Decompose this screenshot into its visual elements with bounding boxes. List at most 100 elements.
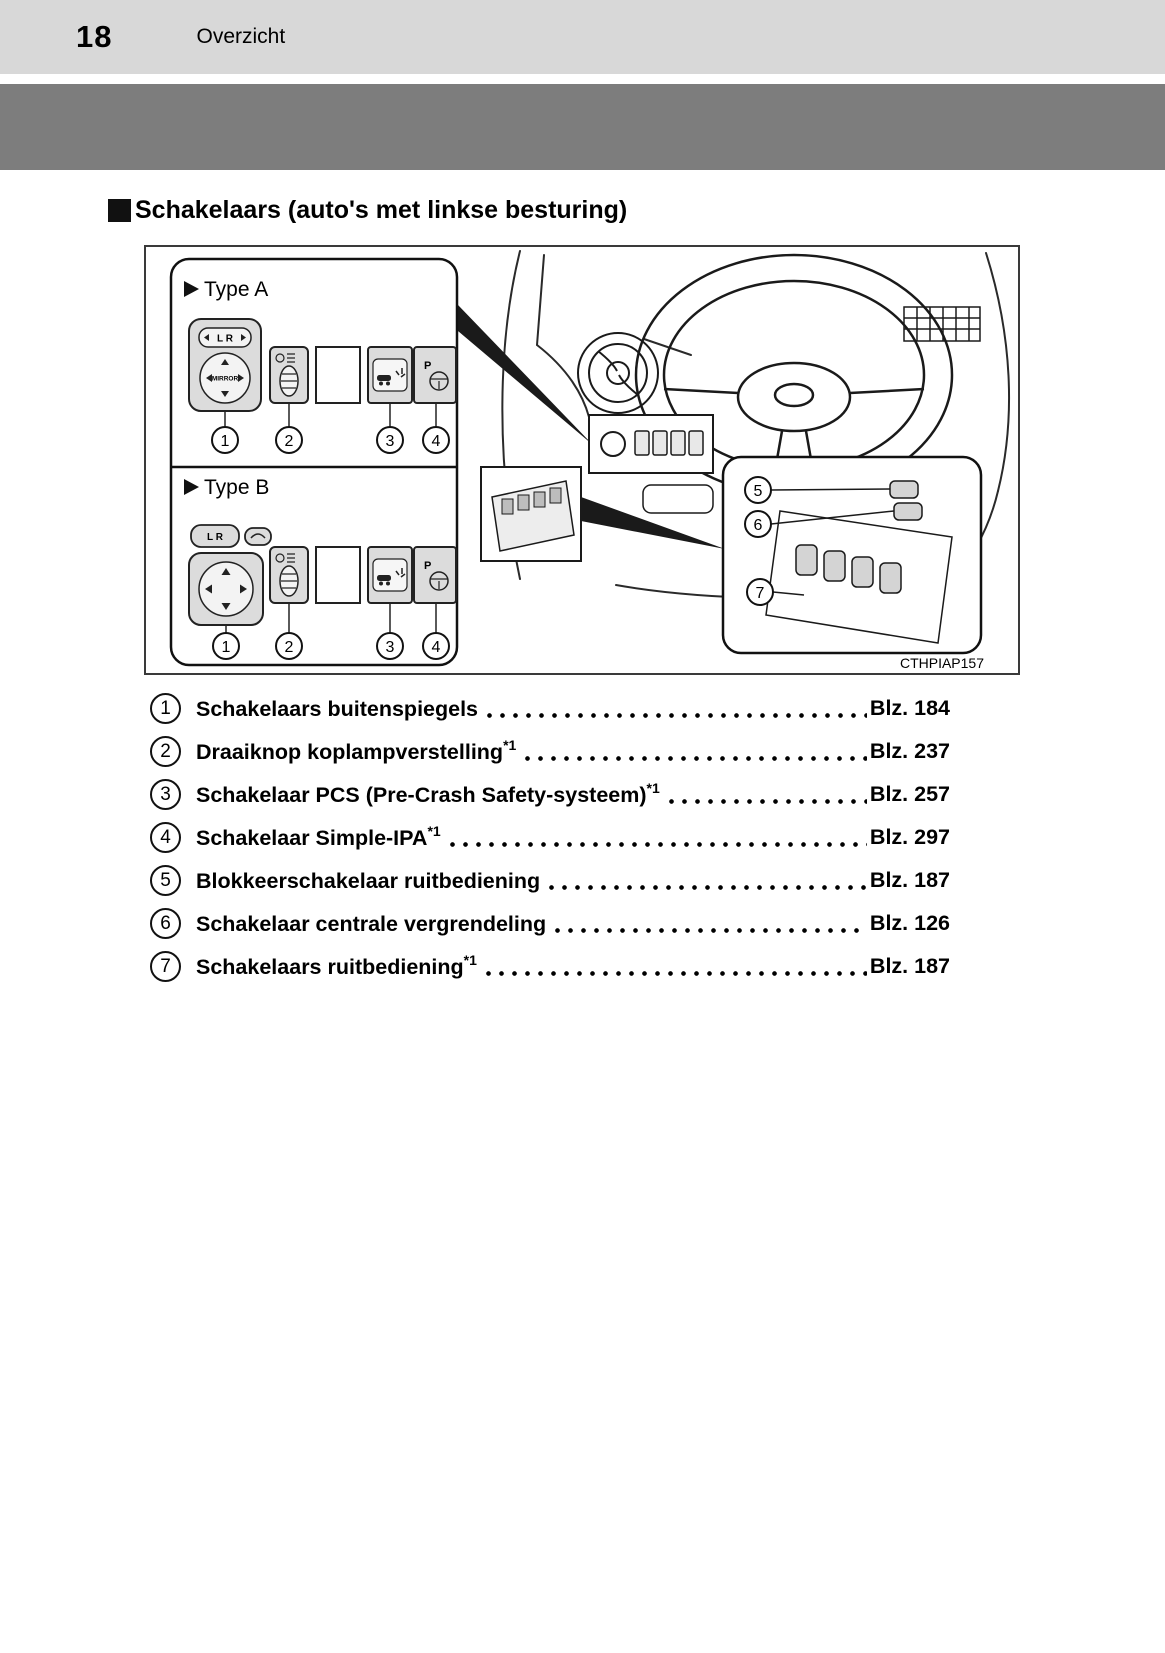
svg-text:Type B: Type B [204, 476, 269, 499]
list-item: 3 Schakelaar PCS (Pre-Crash Safety-syste… [150, 773, 950, 816]
callout-b-4: 4 [422, 632, 450, 660]
ipa-switch-a: P [413, 346, 457, 404]
dot-leader [668, 799, 867, 804]
callout-a-4: 4 [422, 426, 450, 454]
item-number-badge: 7 [150, 951, 181, 982]
switch-location-illustration: 5 6 7 Type A L R MIRROR [169, 250, 1010, 671]
door-panel-inset [480, 466, 582, 562]
ipa-switch-b: P [413, 546, 457, 604]
item-number-badge: 4 [150, 822, 181, 853]
item-page-ref: Blz. 257 [869, 782, 950, 806]
window-switch-inset [721, 455, 983, 655]
list-item: 7 Schakelaars ruitbediening*1 Blz. 187 [150, 945, 950, 988]
item-label-sup: *1 [503, 736, 517, 753]
chapter-band [0, 84, 1165, 170]
item-number-badge: 3 [150, 779, 181, 810]
item-label-text: Schakelaar Simple-IPA [196, 826, 428, 851]
mirror-switch-a: L R MIRROR [188, 318, 262, 412]
list-item: 1 Schakelaars buitenspiegels Blz. 184 [150, 687, 950, 730]
item-page-ref: Blz. 237 [869, 739, 950, 763]
pcs-switch-a [367, 346, 413, 404]
callout-pointer-console [458, 305, 593, 445]
headlight-leveling-switch-b [269, 546, 309, 604]
svg-text:4: 4 [432, 639, 441, 656]
item-label: Blokkeerschakelaar ruitbediening [196, 867, 540, 894]
item-page-ref: Blz. 187 [869, 954, 950, 978]
figure-code: CTHPIAP157 [900, 655, 984, 671]
callout-a-3: 3 [376, 426, 404, 454]
item-number-badge: 6 [150, 908, 181, 939]
svg-text:L R: L R [217, 334, 234, 345]
callout-b-2: 2 [275, 632, 303, 660]
item-number-badge: 1 [150, 693, 181, 724]
item-label: Schakelaar Simple-IPA*1 [196, 822, 441, 851]
svg-text:L R: L R [207, 532, 224, 543]
list-item: 6 Schakelaar centrale vergrendeling Blz.… [150, 902, 950, 945]
item-number-badge: 2 [150, 736, 181, 767]
item-label-text: Schakelaar PCS (Pre-Crash Safety-systeem… [196, 783, 647, 808]
type-a-label: Type A [184, 278, 268, 301]
callout-6: 6 [744, 510, 772, 538]
item-label-text: Schakelaars buitenspiegels [196, 697, 479, 722]
item-label-text: Schakelaars ruitbediening [196, 955, 464, 980]
item-label-text: Draaiknop koplampverstelling [196, 740, 504, 765]
type-a-callouts [224, 403, 437, 427]
square-bullet-icon [108, 199, 131, 222]
svg-text:2: 2 [285, 433, 294, 450]
callout-a-2: 2 [275, 426, 303, 454]
side-vent-grid [903, 306, 981, 342]
callout-5: 5 [744, 476, 772, 504]
dot-leader [485, 971, 867, 976]
console-switch-panel [588, 414, 714, 514]
callout-b-3: 3 [376, 632, 404, 660]
title-row: Schakelaars (auto's met linkse besturing… [108, 196, 1165, 225]
callout-a-1: 1 [211, 426, 239, 454]
figure-overview: 5 6 7 Type A L R MIRROR [144, 245, 1020, 675]
item-label-text: Blokkeerschakelaar ruitbediening [196, 869, 541, 894]
item-label: Schakelaars ruitbediening*1 [196, 951, 477, 980]
dot-leader [555, 928, 867, 933]
header-spacer [0, 74, 1165, 84]
item-label: Draaiknop koplampverstelling*1 [196, 736, 517, 765]
svg-text:P: P [424, 560, 431, 572]
svg-text:1: 1 [222, 639, 231, 656]
item-label-sup: *1 [427, 822, 441, 839]
callout-b-1: 1 [212, 632, 240, 660]
dot-leader [549, 885, 867, 890]
item-label: Schakelaar PCS (Pre-Crash Safety-systeem… [196, 779, 660, 808]
blank-switch-a [315, 346, 361, 404]
blank-switch-b [315, 546, 361, 604]
headlight-leveling-switch-a [269, 346, 309, 404]
svg-text:P: P [424, 360, 431, 372]
item-label: Schakelaar centrale vergrendeling [196, 910, 546, 937]
item-label-sup: *1 [646, 779, 660, 796]
callout-7: 7 [746, 578, 774, 606]
steering-wheel [634, 253, 954, 497]
item-page-ref: Blz. 126 [869, 911, 950, 935]
page-header: 18 Overzicht [0, 0, 1165, 74]
dot-leader [487, 713, 867, 718]
mirror-switch-b: L R [188, 524, 272, 626]
item-label-sup: *1 [463, 951, 477, 968]
type-b-label: Type B [184, 476, 269, 499]
svg-text:1: 1 [221, 433, 230, 450]
svg-text:4: 4 [432, 433, 441, 450]
svg-text:2: 2 [285, 639, 294, 656]
svg-text:3: 3 [386, 639, 395, 656]
list-item: 2 Draaiknop koplampverstelling*1 Blz. 23… [150, 730, 950, 773]
svg-text:7: 7 [756, 585, 765, 602]
dot-leader [449, 842, 867, 847]
dot-leader [525, 756, 867, 761]
svg-text:3: 3 [386, 433, 395, 450]
section-title: Overzicht [196, 25, 286, 48]
callout-pointer-window-inset [581, 497, 725, 549]
item-number-badge: 5 [150, 865, 181, 896]
page-number: 18 [76, 19, 113, 54]
item-page-ref: Blz. 184 [869, 696, 950, 720]
item-page-ref: Blz. 187 [869, 868, 950, 892]
svg-text:6: 6 [754, 517, 763, 534]
list-item: 4 Schakelaar Simple-IPA*1 Blz. 297 [150, 816, 950, 859]
type-b-callouts [225, 603, 437, 633]
switch-index-list: 1 Schakelaars buitenspiegels Blz. 184 2 … [150, 687, 950, 988]
